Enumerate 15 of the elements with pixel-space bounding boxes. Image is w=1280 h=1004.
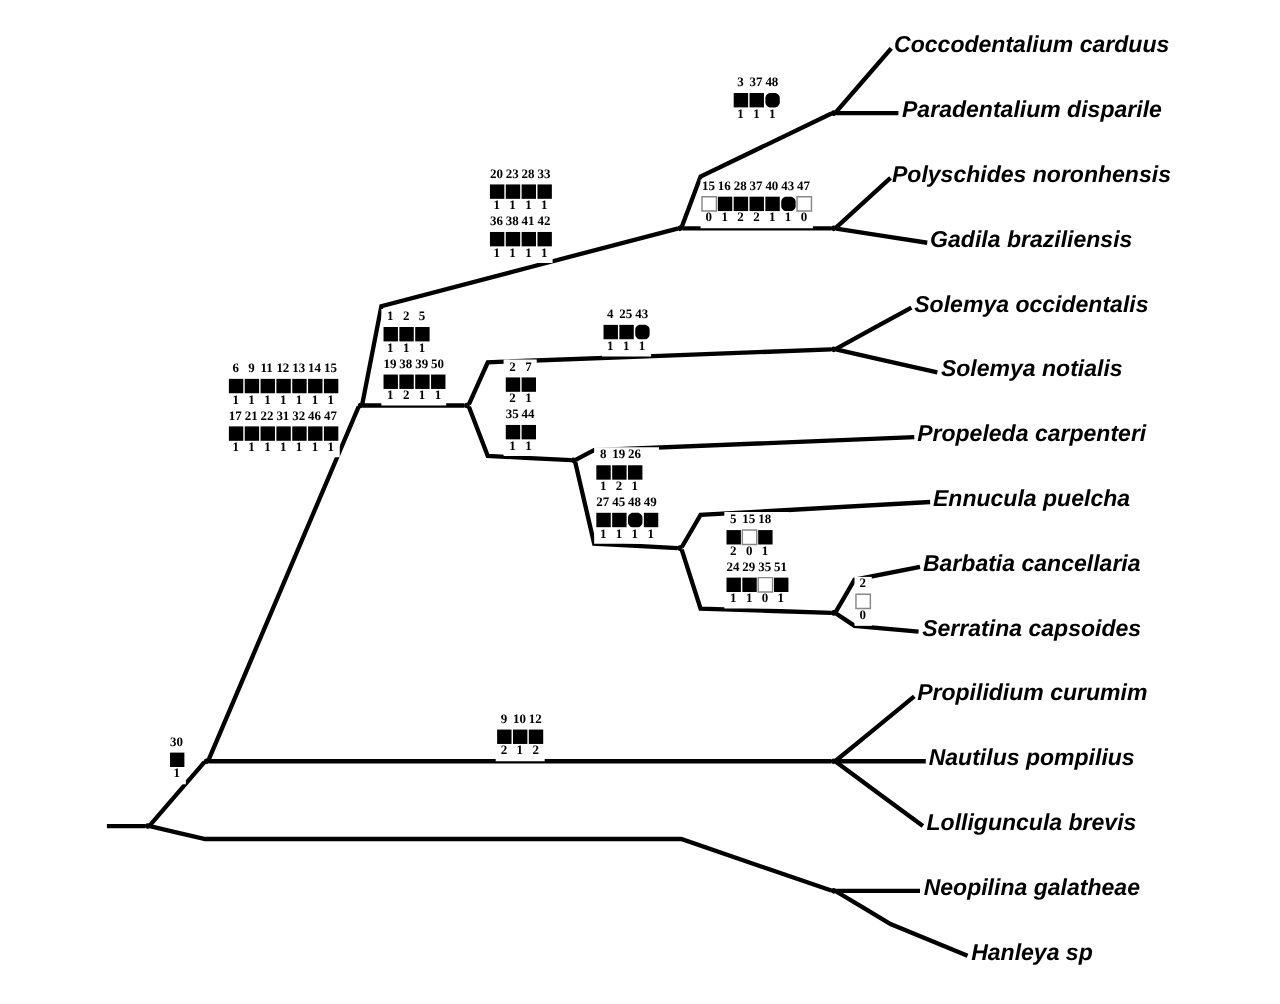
node-text: Hanleya sp — [971, 941, 1093, 966]
node-text: Solemya occidentalis — [914, 293, 1149, 318]
node-text: Paradentalium disparile — [902, 99, 1162, 124]
node-text: Coccodentalium carduus — [894, 34, 1170, 59]
node-text: Solemya notialis — [940, 358, 1123, 383]
node-text: Ennucula puelcha — [933, 488, 1131, 513]
node-text: Nautilus pompilius — [928, 747, 1135, 772]
node-text: Barbatia cancellaria — [922, 552, 1141, 577]
node-text: Propeleda carpenteri — [917, 423, 1147, 448]
node-text: Polyschides noronhensis — [891, 163, 1171, 188]
node-text: Neopilina galatheae — [923, 876, 1140, 901]
node-text: Serratina capsoides — [922, 617, 1142, 642]
node-text: Propilidium curumim — [917, 682, 1148, 707]
node-text: Gadila braziliensis — [930, 228, 1133, 253]
node-text: Lolliguncula brevis — [926, 812, 1137, 837]
